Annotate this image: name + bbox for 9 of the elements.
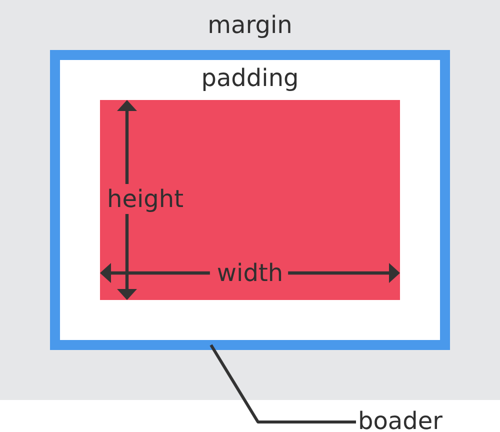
area-label: margin bbox=[208, 11, 292, 39]
area-label: padding bbox=[201, 64, 299, 92]
leader-line bbox=[210, 344, 356, 424]
margin-area bbox=[0, 0, 500, 400]
dimension-label: width bbox=[216, 259, 284, 287]
dimension-label: height bbox=[107, 185, 184, 213]
bordered-panel bbox=[50, 50, 450, 350]
content-area bbox=[100, 100, 400, 300]
leader-label: boader bbox=[358, 407, 442, 432]
